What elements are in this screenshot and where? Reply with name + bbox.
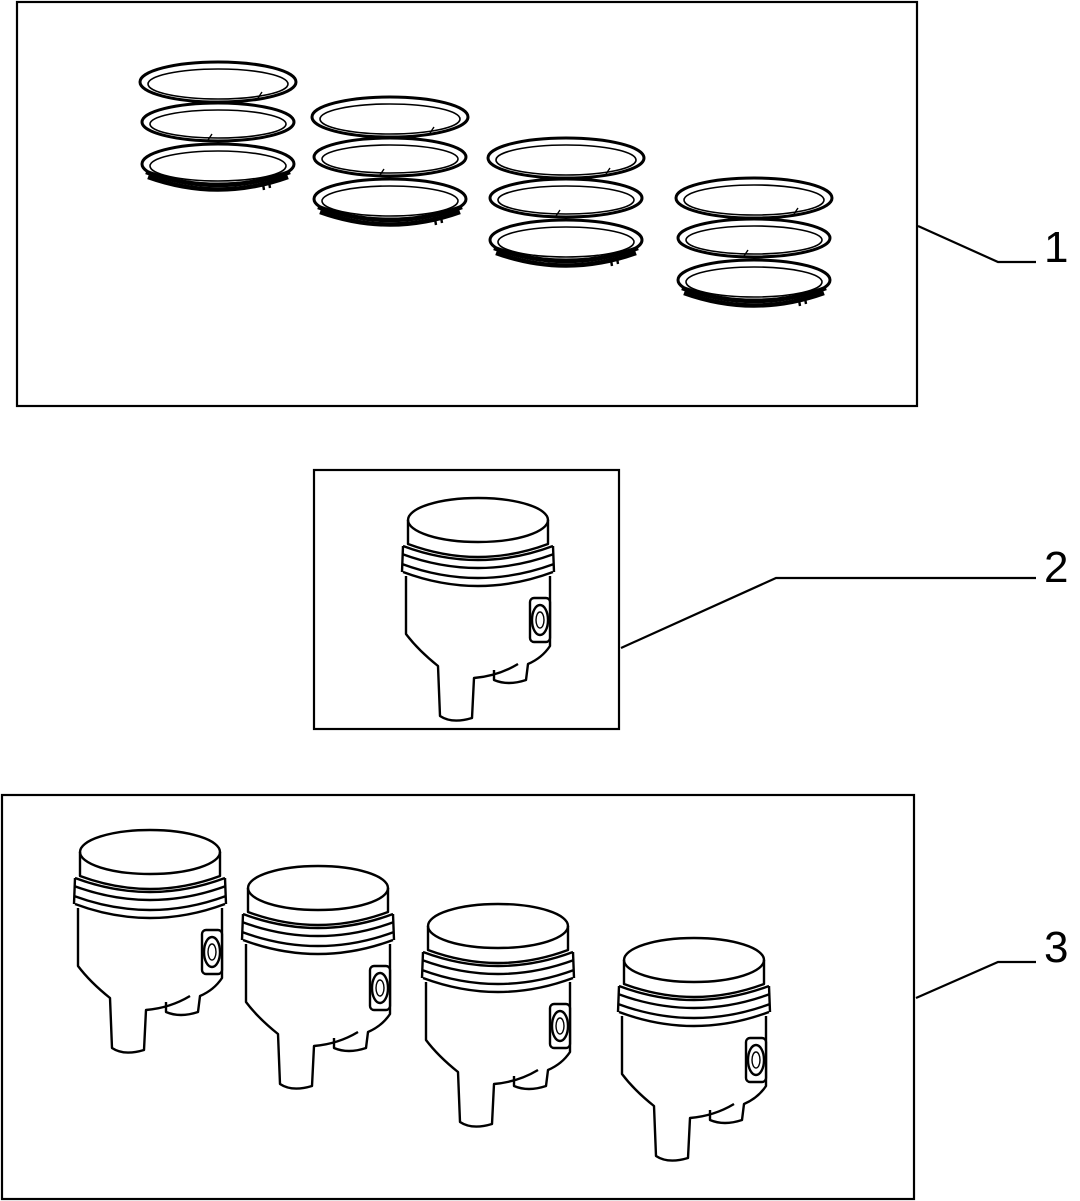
piston-set-3 — [420, 902, 576, 1128]
piston-set-1 — [72, 828, 228, 1054]
ring-set-4 — [676, 178, 832, 306]
piston-set-frame — [0, 793, 916, 1201]
leader-line-1 — [917, 224, 1036, 264]
single-piston-frame — [312, 468, 621, 731]
piston-set-4 — [616, 936, 772, 1162]
piston-set-panel — [0, 793, 916, 1201]
ring-set-1 — [140, 62, 296, 190]
callout-1: 1 — [1044, 223, 1068, 272]
ring-set-panel — [15, 0, 919, 408]
leader-line-2 — [620, 576, 1036, 650]
callout-3: 3 — [1044, 923, 1068, 972]
ring-set-2 — [312, 97, 468, 225]
single-piston-panel — [312, 468, 621, 731]
piston-set-2 — [240, 864, 396, 1090]
ring-set-frame — [15, 0, 919, 408]
piston-single — [400, 496, 556, 722]
leader-line-3 — [915, 960, 1036, 1000]
ring-set-3 — [488, 138, 644, 266]
callout-2: 2 — [1044, 543, 1068, 592]
